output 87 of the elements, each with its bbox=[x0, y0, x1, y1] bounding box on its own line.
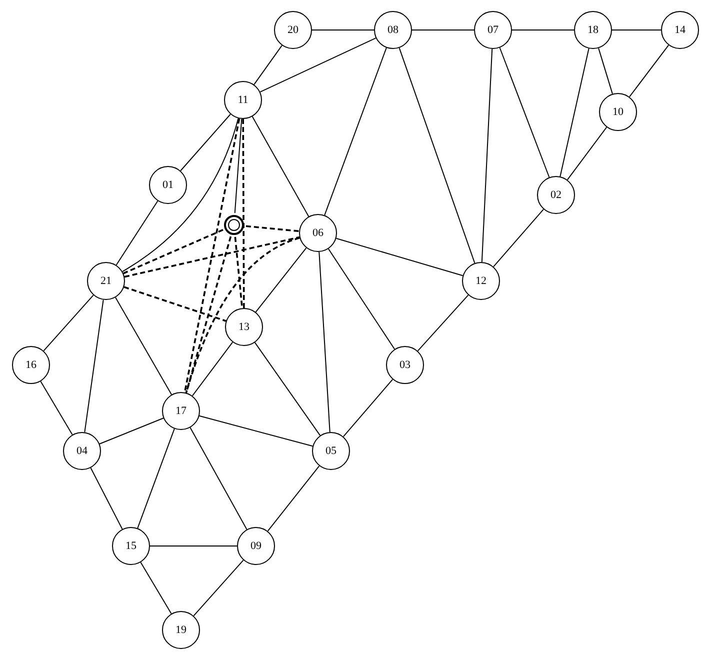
circle-node bbox=[299, 214, 337, 252]
connector-line bbox=[628, 44, 670, 98]
connector-line bbox=[90, 467, 123, 530]
connector-line bbox=[398, 47, 476, 264]
node-label: 15 bbox=[126, 540, 136, 552]
dashed-connector bbox=[123, 228, 224, 274]
node-label: 12 bbox=[476, 276, 486, 286]
node-label: 04 bbox=[76, 446, 88, 456]
dashed-connector bbox=[246, 225, 300, 232]
connector-line bbox=[560, 48, 590, 177]
connector-line bbox=[566, 126, 608, 180]
connector-line bbox=[99, 418, 164, 444]
node-label: 11 bbox=[238, 94, 248, 106]
connector-line bbox=[252, 116, 310, 217]
node-label: 16 bbox=[26, 360, 36, 370]
connector-line bbox=[198, 415, 314, 447]
connector-line bbox=[499, 47, 550, 178]
connector-line bbox=[318, 251, 330, 433]
connector-line bbox=[190, 427, 248, 530]
connector-line bbox=[481, 48, 493, 263]
circle-node bbox=[63, 432, 101, 470]
circle-node bbox=[661, 11, 699, 49]
circle-node bbox=[224, 81, 262, 119]
dashed-connector bbox=[242, 119, 245, 308]
circle-node bbox=[537, 176, 575, 214]
circle-node bbox=[112, 527, 150, 565]
connector-line bbox=[234, 118, 242, 214]
connector-line bbox=[254, 44, 282, 86]
connector-line bbox=[116, 200, 158, 266]
node-label: 13 bbox=[238, 322, 250, 332]
connector-line bbox=[180, 114, 231, 172]
node-label: 17 bbox=[176, 406, 186, 416]
node-label: 20 bbox=[288, 24, 298, 36]
connector-line bbox=[324, 47, 387, 216]
circle-node bbox=[237, 527, 275, 565]
circle-node bbox=[312, 432, 350, 470]
node-label: 01 bbox=[162, 180, 174, 190]
connector-line bbox=[260, 38, 376, 92]
circle-node bbox=[162, 611, 200, 649]
connector-line bbox=[267, 465, 320, 532]
connector-line bbox=[417, 294, 469, 352]
node-label: 08 bbox=[388, 24, 398, 36]
connector-line bbox=[192, 342, 234, 396]
node-label: 03 bbox=[400, 360, 410, 370]
dashed-connector bbox=[124, 236, 300, 278]
circle-node bbox=[274, 11, 312, 49]
dashed-connector bbox=[124, 286, 226, 322]
connector-line bbox=[598, 48, 613, 94]
connector-line bbox=[140, 562, 172, 614]
dashed-connector bbox=[184, 118, 240, 393]
connector-line bbox=[336, 238, 464, 276]
circle-node bbox=[162, 392, 200, 430]
node-label: 10 bbox=[612, 106, 624, 118]
node-label: 02 bbox=[550, 190, 562, 200]
circle-node bbox=[474, 11, 512, 49]
node-label: 06 bbox=[312, 228, 324, 238]
connector-line bbox=[255, 247, 307, 313]
dashed-connector bbox=[185, 236, 232, 393]
circle-node bbox=[374, 11, 412, 49]
connector-line bbox=[328, 248, 396, 350]
circle-node bbox=[462, 262, 500, 300]
node-label: 19 bbox=[176, 624, 186, 636]
connector-line bbox=[84, 299, 104, 433]
node-label: 07 bbox=[488, 24, 498, 36]
connector-line bbox=[493, 208, 544, 268]
dashed-connector bbox=[234, 236, 244, 308]
node-label: 14 bbox=[674, 24, 686, 36]
circle-node bbox=[225, 308, 263, 346]
circle-node bbox=[12, 346, 50, 384]
node-label: 18 bbox=[588, 24, 598, 36]
circle-node bbox=[386, 346, 424, 384]
circle-node bbox=[87, 262, 125, 300]
connector-line bbox=[137, 428, 175, 529]
connector-line bbox=[342, 378, 394, 438]
node-label: 21 bbox=[100, 276, 112, 286]
connector-line bbox=[115, 296, 172, 396]
node-label: 09 bbox=[250, 540, 262, 552]
connector-line bbox=[254, 342, 321, 436]
connector-line bbox=[40, 380, 73, 436]
connector-line bbox=[193, 560, 244, 616]
connector-line bbox=[43, 294, 94, 352]
connector-line bbox=[122, 118, 239, 272]
circle-node bbox=[149, 166, 187, 204]
double-circle-node bbox=[224, 215, 244, 235]
circle-node bbox=[574, 11, 612, 49]
node-label: 05 bbox=[326, 446, 336, 456]
circle-node bbox=[599, 93, 637, 131]
